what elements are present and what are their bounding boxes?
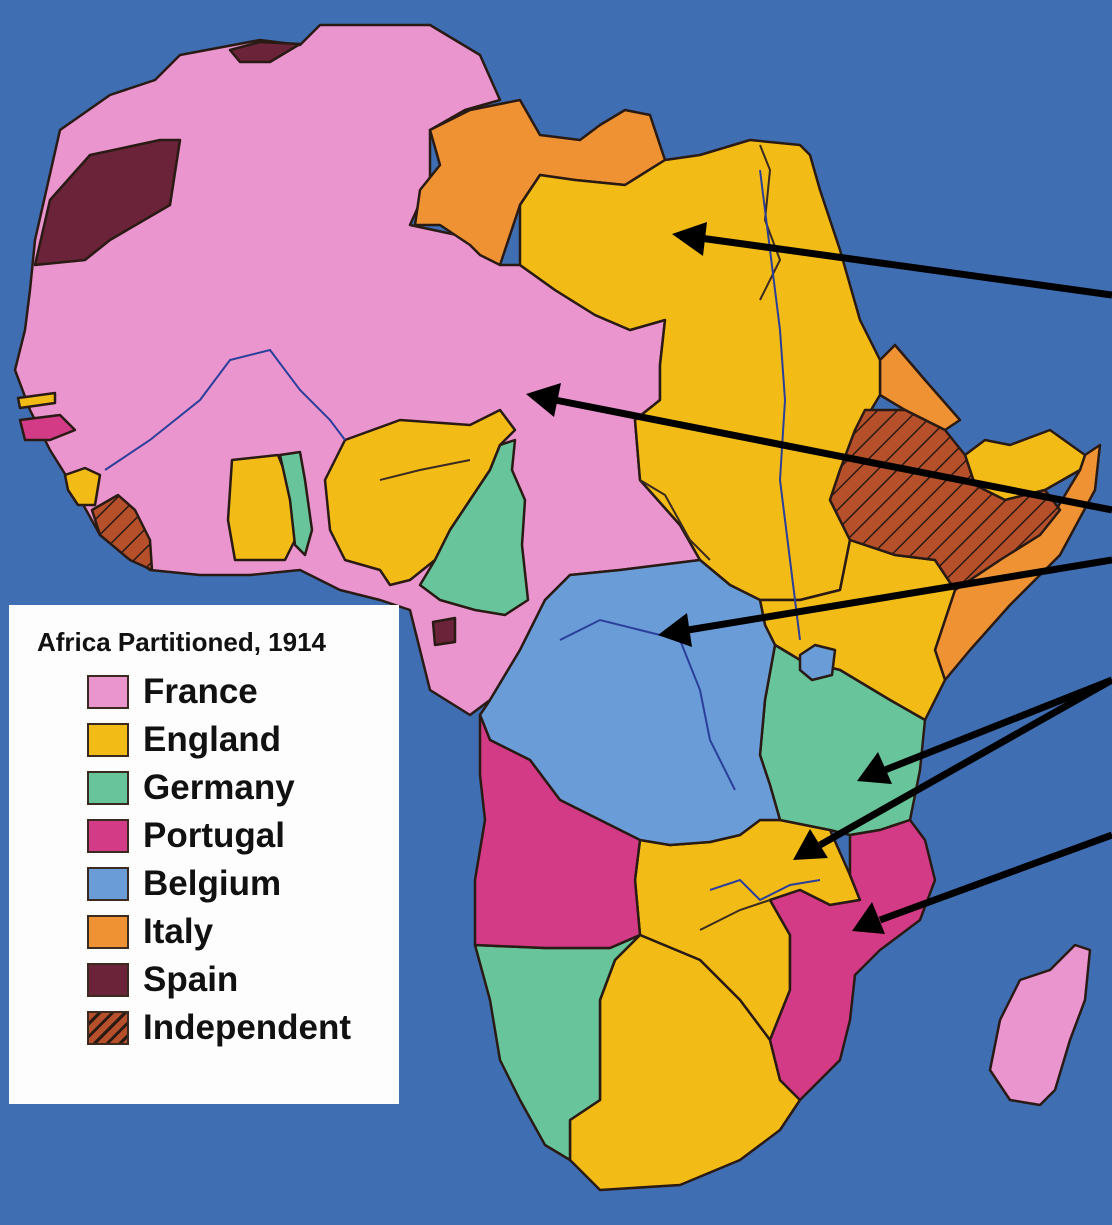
border-kamerun-nigeria (379, 459, 471, 481)
legend-swatch-independent (87, 1011, 129, 1045)
arrow-belgium (687, 556, 1112, 634)
border-sudan-west (639, 479, 711, 561)
legend-swatch-england (87, 723, 129, 757)
legend-label: Independent (143, 1008, 352, 1047)
legend-label: Germany (143, 768, 295, 807)
arrow-mozambique (878, 831, 1112, 924)
legend-label: Portugal (143, 816, 285, 855)
arrow-rhodesia-head (793, 829, 828, 860)
river-zambezi (709, 878, 821, 902)
legend-swatch-italy (87, 915, 129, 949)
map-legend: Africa Partitioned, 1914 France England … (9, 605, 399, 1104)
region-spain-equatorial (431, 616, 457, 647)
legend-item-italy: Italy (37, 908, 399, 956)
region-spain-western-sahara (33, 138, 182, 267)
legend-item-england: England (37, 716, 399, 764)
legend-swatch-germany (87, 771, 129, 805)
region-belgium-ruanda (798, 643, 837, 682)
legend-swatch-france (87, 675, 129, 709)
arrow-belgium-head (658, 613, 692, 647)
arrow-egypt (699, 234, 1112, 299)
region-portugal-guinea (18, 413, 77, 442)
arrow-germany-east-head (857, 752, 892, 784)
region-portugal-mozambique (768, 818, 937, 1102)
legend-swatch-spain (87, 963, 129, 997)
legend-swatch-belgium (87, 867, 129, 901)
legend-swatch-portugal (87, 819, 129, 853)
region-france-madagascar (988, 943, 1092, 1107)
arrow-mozambique-head (852, 902, 885, 934)
arrow-france (554, 396, 1112, 514)
region-england-sierra-leone (63, 466, 102, 507)
river-niger (104, 348, 346, 471)
arrow-egypt-head (672, 222, 707, 256)
region-england-gambia (16, 391, 57, 410)
border-rhodesia (699, 899, 771, 931)
legend-label: England (143, 720, 282, 759)
arrow-rhodesia (818, 676, 1112, 849)
region-germany-togo (278, 450, 314, 557)
arrow-france-head (526, 383, 561, 417)
region-portugal-angola (473, 713, 642, 950)
legend-label: Italy (143, 912, 214, 951)
legend-label: Spain (143, 960, 239, 999)
legend-item-belgium: Belgium (37, 860, 399, 908)
legend-label: Belgium (143, 864, 282, 903)
legend-label: France (143, 672, 258, 711)
region-spain-north (228, 40, 302, 64)
legend-item-portugal: Portugal (37, 812, 399, 860)
region-italy-eritrea (878, 343, 962, 432)
legend-item-spain: Spain (37, 956, 399, 1004)
legend-item-germany: Germany (37, 764, 399, 812)
region-independent-liberia (90, 493, 154, 572)
region-independent-ethiopia (828, 408, 1062, 592)
region-germany-kamerun (418, 438, 530, 617)
legend-item-france: France (37, 668, 399, 716)
legend-item-independent: Independent (37, 1004, 399, 1052)
arrow-germany-east (883, 676, 1112, 774)
legend-title: Africa Partitioned, 1914 (37, 627, 326, 657)
